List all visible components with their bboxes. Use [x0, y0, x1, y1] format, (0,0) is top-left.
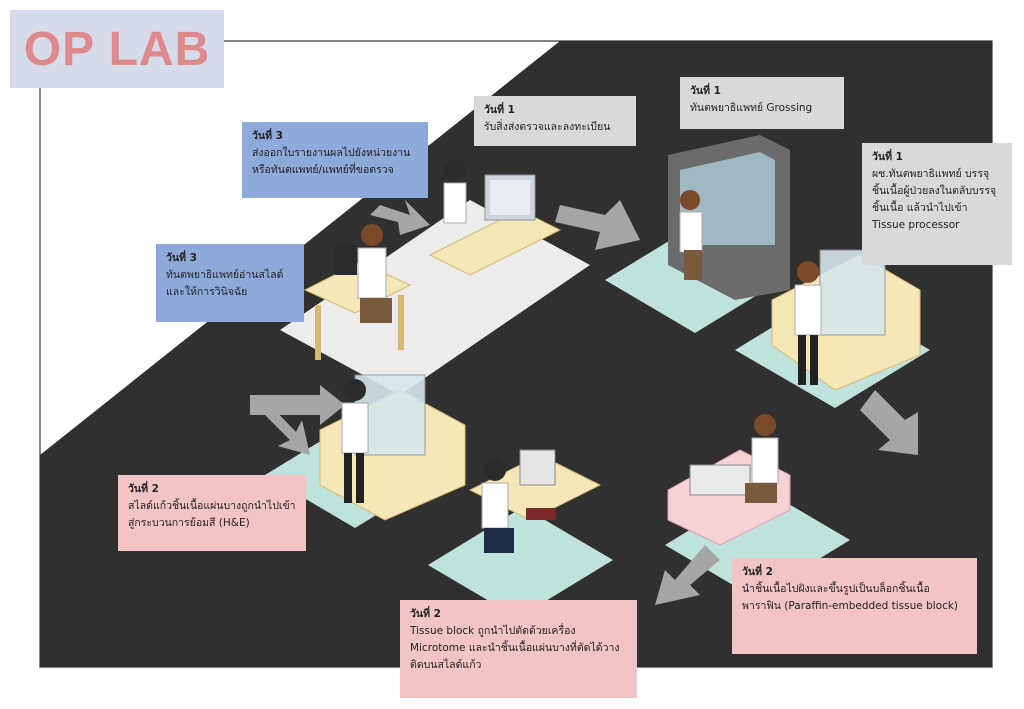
tissue-processor-bench [771, 249, 921, 391]
step-day: วันที่ 2 [128, 483, 159, 495]
op-lab-logo: OP LAB [10, 10, 224, 88]
step-text: ทันตพยาธิแพทย์อ่านสไลด์และให้การวินิจฉัย [166, 269, 284, 298]
step-embedding-note: วันที่ 2 นำชิ้นเนื้อไปฝังและขึ้นรูปเป็นบ… [732, 558, 977, 654]
step-day: วันที่ 2 [742, 566, 773, 578]
step-text: รับสิ่งส่งตรวจและลงทะเบียน [484, 121, 611, 133]
step-text: นำชิ้นเนื้อไปฝังและขึ้นรูปเป็นบล็อกชิ้นเ… [742, 583, 959, 612]
step-staining-note: วันที่ 2 สไลด์แก้วชิ้นเนื้อแผ่นบางถูกนำไ… [118, 475, 306, 551]
microscope-desk [303, 224, 412, 360]
step-day: วันที่ 3 [166, 252, 197, 264]
step-text: ทันตพยาธิแพทย์ Grossing [690, 102, 813, 114]
step-microtome-note: วันที่ 2 Tissue block ถูกนำไปตัดด้วยเครื… [400, 600, 637, 698]
step-day: วันที่ 1 [690, 85, 721, 97]
step-processor-note: วันที่ 1 ผช.ทันตพยาธิแพทย์ บรรจุชิ้นเนื้… [862, 143, 1012, 265]
step-receive-note: วันที่ 1 รับสิ่งส่งตรวจและลงทะเบียน [474, 96, 636, 146]
step-report-note: วันที่ 3 ส่งออกใบรายงานผลไปยังหน่วยงานหร… [242, 122, 428, 198]
step-text: ส่งออกใบรายงานผลไปยังหน่วยงานหรือทันตแพท… [252, 147, 411, 176]
staining-bench [319, 374, 466, 521]
logo-text: OP LAB [23, 22, 211, 76]
grossing-hood [668, 135, 790, 300]
embedding-station [667, 414, 791, 546]
step-text: Tissue block ถูกนำไปตัดด้วยเครื่อง Micro… [410, 625, 620, 671]
step-text: ผช.ทันตพยาธิแพทย์ บรรจุชิ้นเนื้อผู้ป่วยล… [872, 168, 997, 231]
step-diagnosis-note: วันที่ 3 ทันตพยาธิแพทย์อ่านสไลด์และให้กา… [156, 244, 304, 322]
microtome-desk [468, 449, 602, 553]
step-day: วันที่ 2 [410, 608, 441, 620]
step-day: วันที่ 3 [252, 130, 283, 142]
step-day: วันที่ 1 [872, 151, 903, 163]
step-grossing-note: วันที่ 1 ทันตพยาธิแพทย์ Grossing [680, 77, 844, 129]
reception-desk [428, 159, 562, 276]
step-text: สไลด์แก้วชิ้นเนื้อแผ่นบางถูกนำไปเข้าสู่ก… [128, 500, 296, 529]
step-day: วันที่ 1 [484, 104, 515, 116]
flow-arrows [250, 200, 918, 605]
